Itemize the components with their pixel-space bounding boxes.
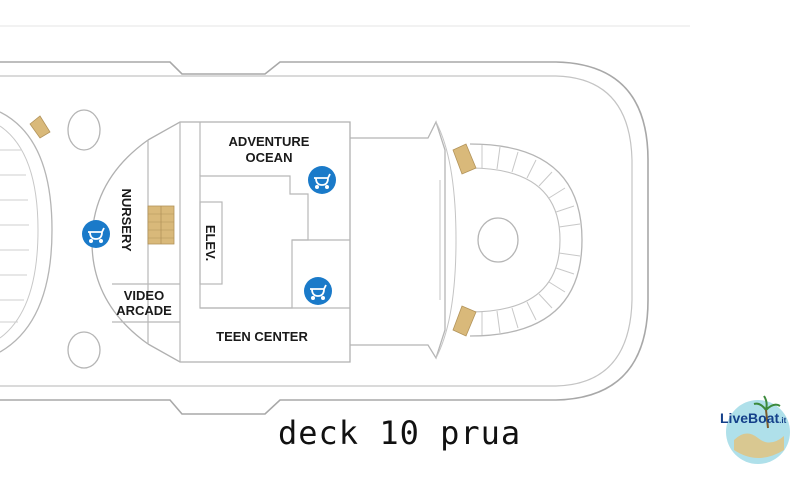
forward-amphitheater-outer bbox=[469, 143, 583, 337]
logo-brand: LiveBoat bbox=[720, 410, 780, 426]
amphitheater-seat-dividers bbox=[481, 145, 581, 335]
liveboat-logo: LiveBoat.it bbox=[716, 388, 796, 470]
label-teen-center: TEEN CENTER bbox=[216, 329, 308, 344]
label-video-arcade-1: VIDEO bbox=[124, 288, 164, 303]
column-bottom bbox=[67, 331, 101, 369]
label-elevator: ELEV. bbox=[203, 225, 218, 261]
stairs-forward-top bbox=[452, 143, 477, 175]
stairs-forward-bottom bbox=[452, 305, 477, 337]
label-video-arcade-2: ARCADE bbox=[116, 303, 172, 318]
aft-curve-deck bbox=[0, 111, 53, 353]
forward-section-outline bbox=[350, 120, 446, 360]
stairs-aft-top bbox=[29, 115, 51, 139]
baby-stroller-icon bbox=[308, 166, 336, 194]
central-core bbox=[199, 175, 309, 309]
baby-stroller-icon bbox=[82, 220, 110, 248]
forward-pool bbox=[477, 217, 519, 263]
hull-inner-outline bbox=[0, 75, 633, 387]
logo-domain: .it bbox=[779, 416, 787, 425]
forward-amphitheater-inner bbox=[469, 167, 561, 313]
aft-curve-seats bbox=[0, 149, 29, 323]
column-top bbox=[67, 109, 101, 151]
logo-text: LiveBoat.it bbox=[720, 410, 786, 426]
logo-globe-icon bbox=[726, 395, 790, 464]
kids-area-outline bbox=[147, 121, 351, 363]
baby-stroller-icon bbox=[304, 277, 332, 305]
stairs-central bbox=[147, 205, 175, 245]
elevator-box bbox=[199, 201, 223, 285]
label-adventure-ocean-2: OCEAN bbox=[246, 150, 293, 165]
deck-caption: deck 10 prua bbox=[278, 414, 522, 452]
label-adventure-ocean-1: ADVENTURE bbox=[229, 134, 310, 149]
hull-outline bbox=[0, 61, 649, 415]
label-nursery: NURSERY bbox=[119, 188, 134, 251]
aft-curve-inner bbox=[0, 125, 39, 339]
forward-curve-wall bbox=[435, 121, 457, 359]
